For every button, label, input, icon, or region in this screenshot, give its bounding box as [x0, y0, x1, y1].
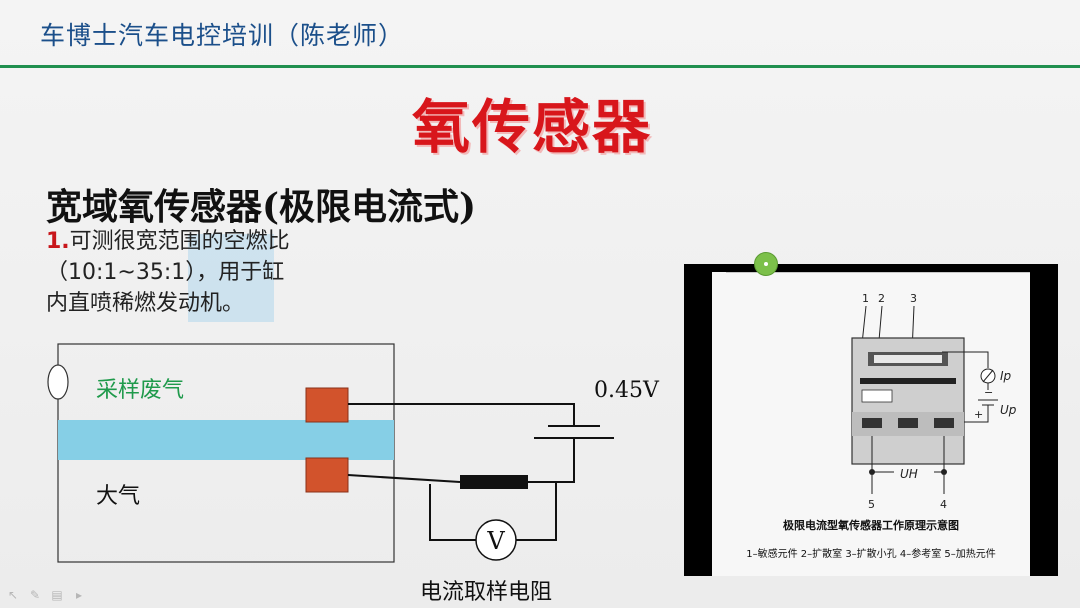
pointer-cursor-icon [754, 252, 778, 276]
wire-voltmeter-right [516, 482, 557, 541]
resistor-label: 电流取样电阻 [420, 580, 553, 605]
voltage-label: 0.45V [594, 378, 659, 403]
svg-text:+: + [974, 408, 983, 421]
wire-top [348, 403, 575, 426]
sample-port [47, 364, 69, 400]
bullet-line-1: 可测很宽范围的空燃比 [69, 229, 290, 254]
wire-voltmeter-left [429, 484, 476, 541]
menu-icon[interactable]: ▤ [51, 588, 63, 602]
sensor-circuit-diagram: V [47, 343, 614, 563]
schematic-drawing: 1 2 3 Ip − + Up [726, 272, 1030, 511]
header-title: 车博士汽车电控培训（陈老师） [40, 21, 405, 50]
bullet-line-3: 内直喷稀燃发动机。 [46, 291, 245, 316]
schematic-caption: 极限电流型氧传感器工作原理示意图 [783, 519, 959, 532]
slideshow-toolbar: ↖ ✎ ▤ ▸ [6, 588, 86, 602]
schematic-legend: 1–敏感元件 2–扩散室 3–扩散小孔 4–参考室 5–加热元件 [746, 549, 996, 560]
pointer-icon[interactable]: ↖ [7, 588, 19, 602]
wire-right [528, 438, 575, 483]
sampling-resistor [460, 475, 528, 489]
part-number-4: 4 [940, 498, 947, 511]
part-number-2: 2 [878, 292, 885, 305]
electrode-bottom [305, 457, 349, 493]
slide-title: 氧传感器 [412, 93, 653, 161]
zirconia-element [58, 420, 394, 460]
slide-header: 车博士汽车电控培训（陈老师） [0, 0, 1080, 68]
schematic-panel: 1 2 3 Ip − + Up [712, 272, 1030, 576]
ip-label: Ip [1000, 369, 1012, 383]
text-highlight [188, 234, 274, 322]
header-divider [0, 65, 1080, 68]
uh-label: UH [900, 467, 918, 481]
svg-text:−: − [984, 386, 993, 399]
wire-bottom [347, 474, 461, 483]
bullet-point-1: 1.可测很宽范围的空燃比 （10:1~35:1），用于缸 内直喷稀燃发动机。 [46, 226, 376, 319]
part-number-1: 1 [862, 292, 869, 305]
electrode-top [305, 387, 349, 423]
up-label: Up [1000, 403, 1017, 417]
voltmeter [475, 519, 517, 561]
bullet-number: 1. [46, 229, 70, 254]
atmosphere-label: 大气 [96, 484, 141, 509]
part-number-5: 5 [868, 498, 875, 511]
voltmeter-label: V [486, 527, 505, 555]
next-icon[interactable]: ▸ [75, 588, 83, 602]
bullet-line-2: （10:1~35:1），用于缸 [46, 260, 285, 285]
exhaust-label: 采样废气 [96, 378, 185, 403]
pen-icon[interactable]: ✎ [29, 588, 41, 602]
sensor-schematic-image: 1 2 3 Ip − + Up [684, 264, 1058, 576]
slide-subtitle: 宽域氧传感器(极限电流式) [46, 186, 477, 228]
part-number-3: 3 [910, 292, 917, 305]
